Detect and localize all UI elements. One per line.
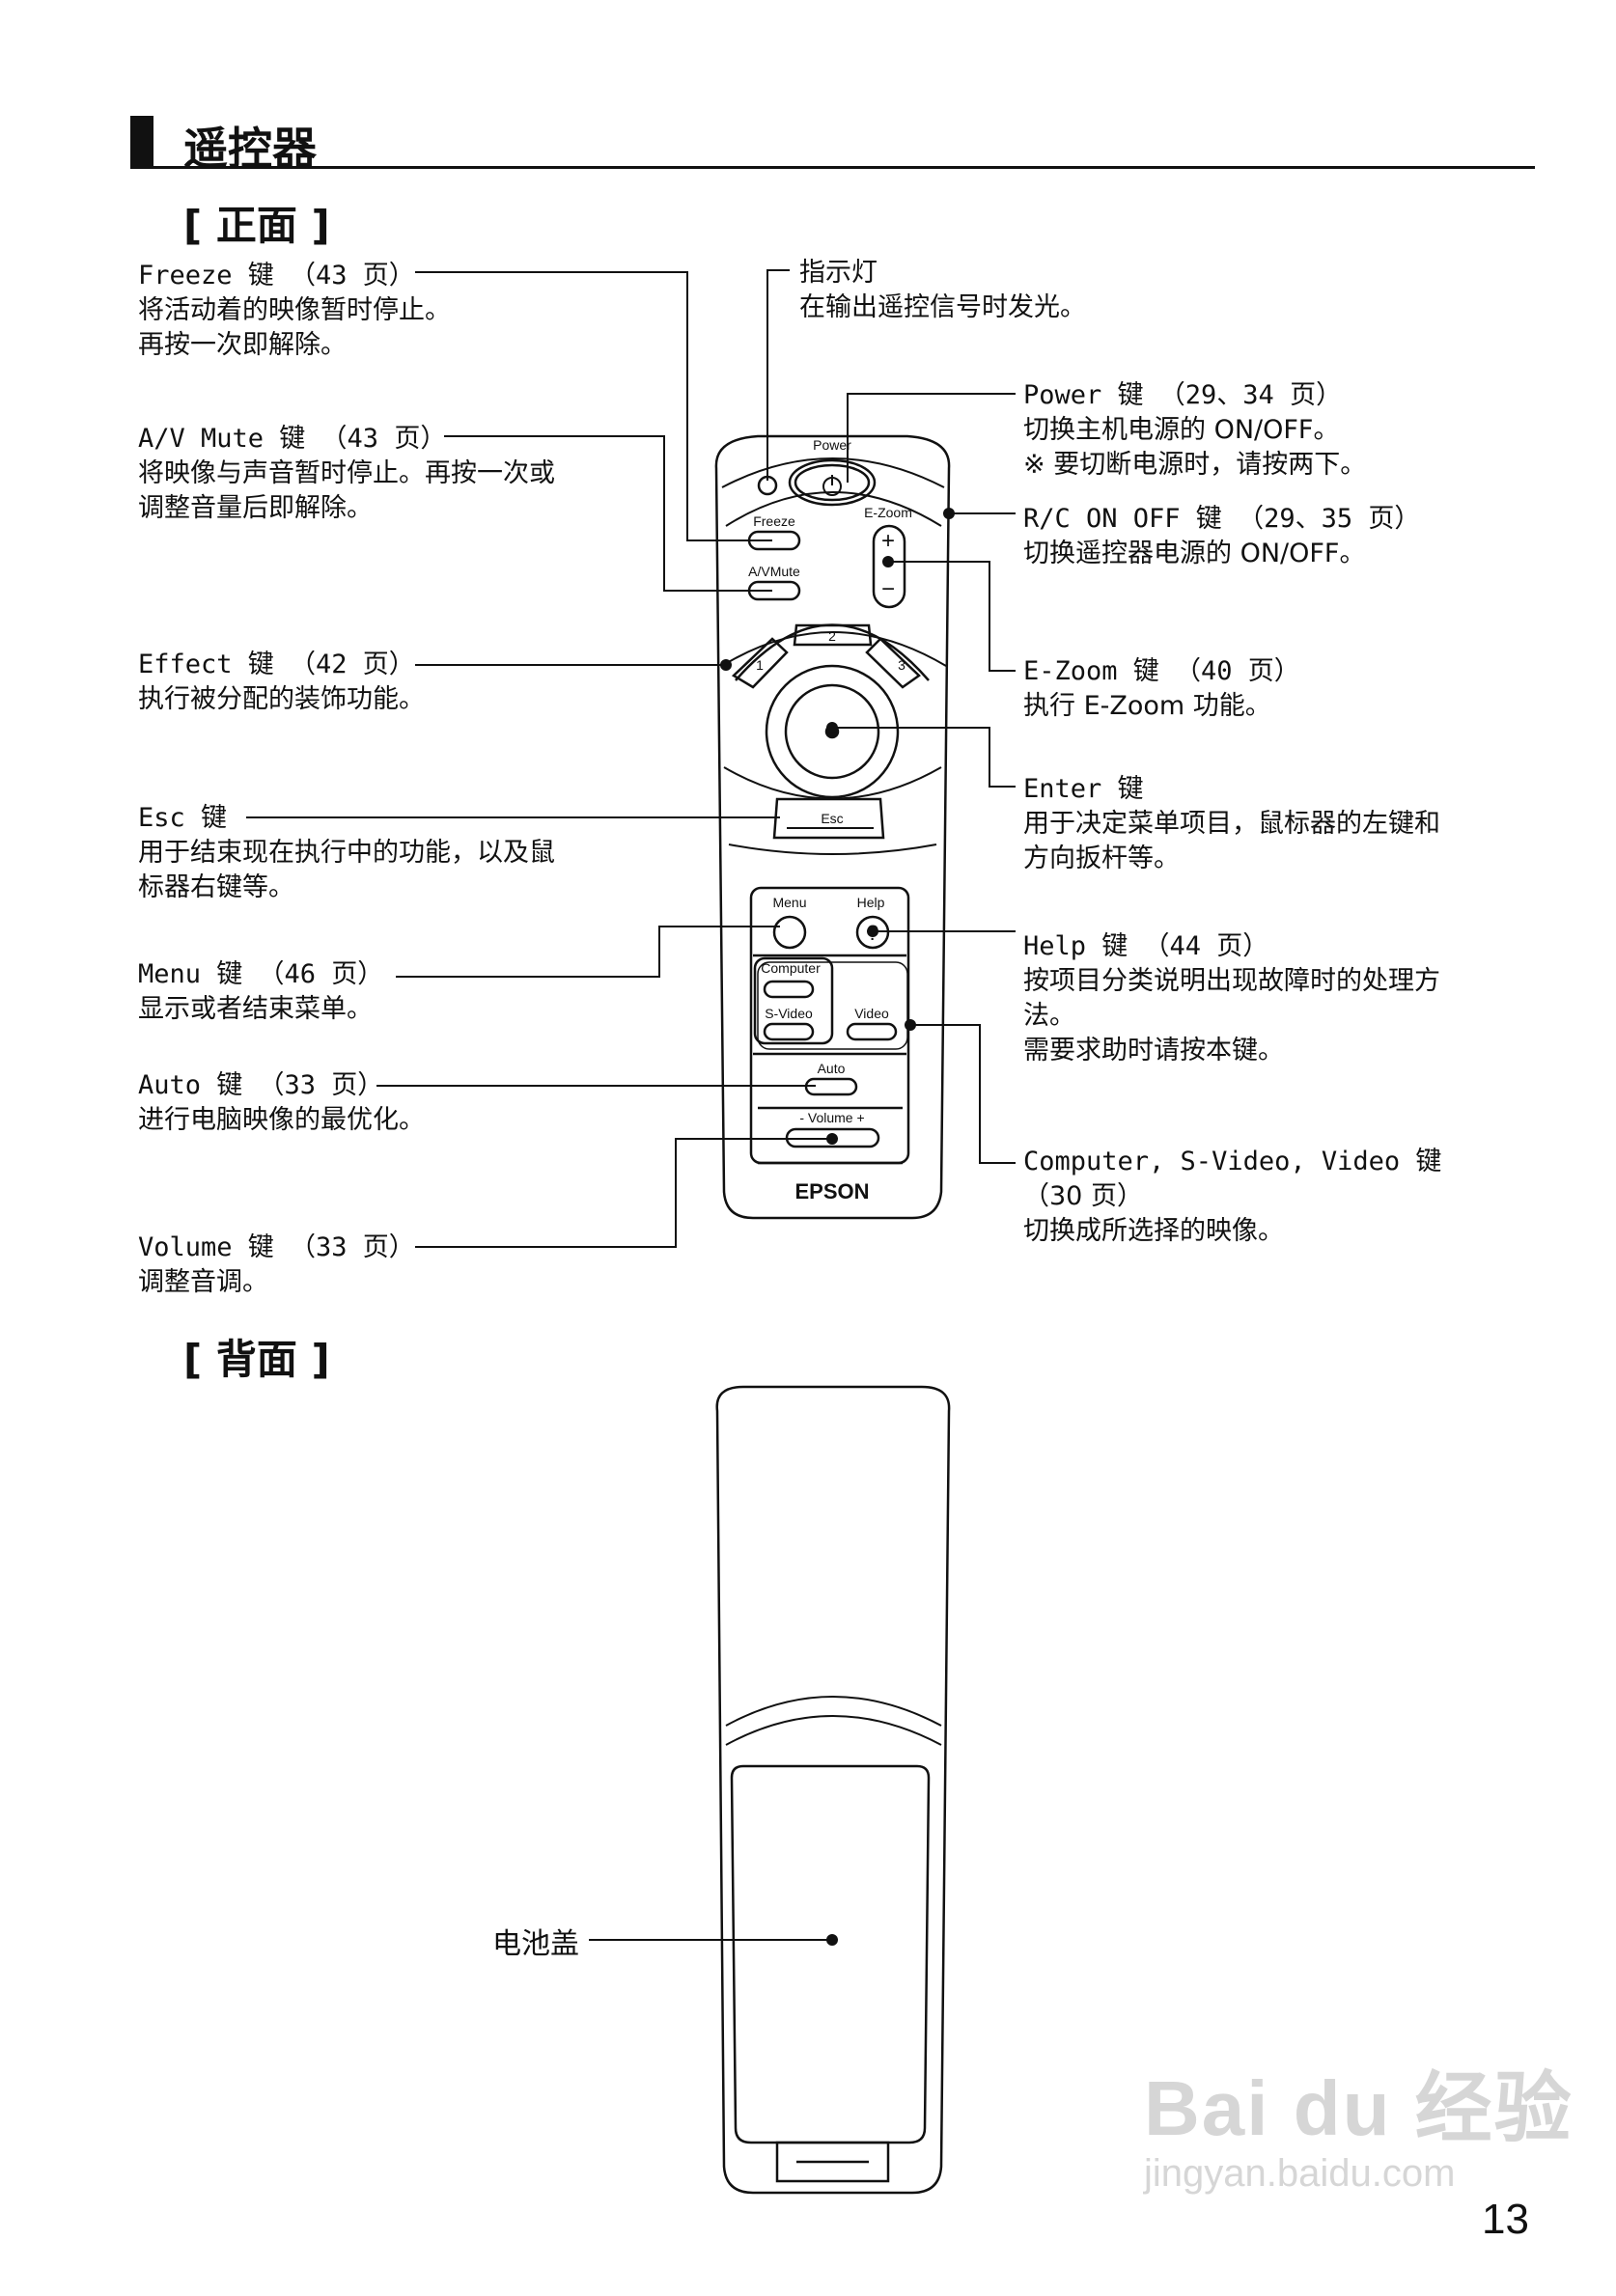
title-marker [130,116,153,166]
remote-front-body [714,434,951,1220]
volume-key-text: - Volume + [799,1110,864,1125]
volume-leader [415,1138,832,1248]
ezoom-leader [888,561,1016,672]
freeze-leader [415,271,772,541]
epson-logo: EPSON [794,1179,869,1203]
svideo-button [763,1022,815,1041]
zoom-minus-text: − [881,576,895,602]
battery-cover-label: 电池盖 [492,1927,579,1961]
avmute-label: A/V Mute 键 （43 页） 将映像与声音暂时停止。再按一次或 调整音量后… [138,424,555,523]
avmute-key-text: A/VMute [748,564,800,579]
menu-label: Menu 键 （46 页） 显示或者结束菜单。 [138,959,384,1024]
auto-key-text: Auto [818,1061,846,1076]
indicator-leader [766,269,790,481]
indicator-label: 指示灯 在输出遥控信号时发光。 [799,258,1086,322]
back-heading: [ 背面 ] [183,1336,330,1383]
esc-key-text: Esc [821,811,843,826]
enter-dial-outer [765,664,900,799]
power-button [788,458,877,507]
power-leader [847,393,1016,483]
computer-group-outline [753,956,834,1045]
page-number: 13 [1482,2196,1529,2243]
battery-latch [775,2141,890,2183]
rc-label: R/C ON OFF 键 （29、35 页） 切换遥控器电源的 ON/OFF。 [1023,504,1421,568]
effect-2-button [793,623,873,647]
ezoom-button [872,524,906,609]
esc-button [772,797,885,840]
volume-label: Volume 键 （33 页） 调整音调。 [138,1232,415,1297]
remote-back-body [715,1385,951,2195]
front-heading: [ 正面 ] [183,202,330,249]
freeze-key-text: Freeze [753,513,795,529]
battery-cover [730,1764,931,2144]
effect-1-text: 1 [756,657,764,673]
esc-label: Esc 键 用于结束现在执行中的功能，以及鼠 标器右键等。 [138,803,555,902]
ezoom-label: E-Zoom 键 （40 页） 执行 E-Zoom 功能。 [1023,656,1300,721]
watermark-logo: Bai du 经验 [1144,2065,1574,2151]
video-key-text: Video [854,1006,889,1021]
freeze-label: Freeze 键 （43 页） 将活动着的映像暂时停止。 再按一次即解除。 [138,261,451,360]
computer-button [763,980,815,999]
effect-3-button [865,637,921,689]
enter-leader [832,727,1016,788]
help-key-text: Help [857,895,885,910]
effect-2-text: 2 [828,628,836,644]
auto-label: Auto 键 （33 页） 进行电脑映像的最优化。 [138,1070,425,1135]
enter-dial-inner [784,683,880,780]
menu-leader [396,926,780,978]
menu-key-text: Menu [772,895,806,910]
effect-1-button [731,637,789,689]
power-label: Power 键 （29、34 页） 切换主机电源的 ON/OFF。 ※ 要切断电… [1023,380,1367,480]
ezoom-key-text: E-Zoom [864,505,912,520]
computer-key-text: Computer [761,960,821,976]
effect-label: Effect 键 （42 页） 执行被分配的装饰功能。 [138,650,425,714]
video-button [846,1022,898,1041]
top-arc [721,457,945,488]
menu-button [772,915,807,950]
effect-3-text: 3 [898,657,906,673]
title-rule [130,166,1535,169]
watermark: Bai du 经验 jingyan.baidu.com [1144,2046,1574,2196]
enter-label: Enter 键 用于决定菜单项目，鼠标器的左键和 方向扳杆等。 [1023,774,1440,873]
help-label: Help 键 （44 页） 按项目分类说明出现故障时的处理方 法。 需要求助时请… [1023,931,1440,1065]
avmute-leader [444,435,772,592]
watermark-url: jingyan.baidu.com [1144,2152,1456,2195]
zoom-plus-text: + [881,528,895,554]
svideo-key-text: S-Video [765,1006,813,1021]
computer-label: Computer, S-Video, Video 键 （30 页） 切换成所选择… [1023,1147,1442,1246]
computer-leader [910,1024,1016,1164]
power-key-text: Power [813,437,851,453]
